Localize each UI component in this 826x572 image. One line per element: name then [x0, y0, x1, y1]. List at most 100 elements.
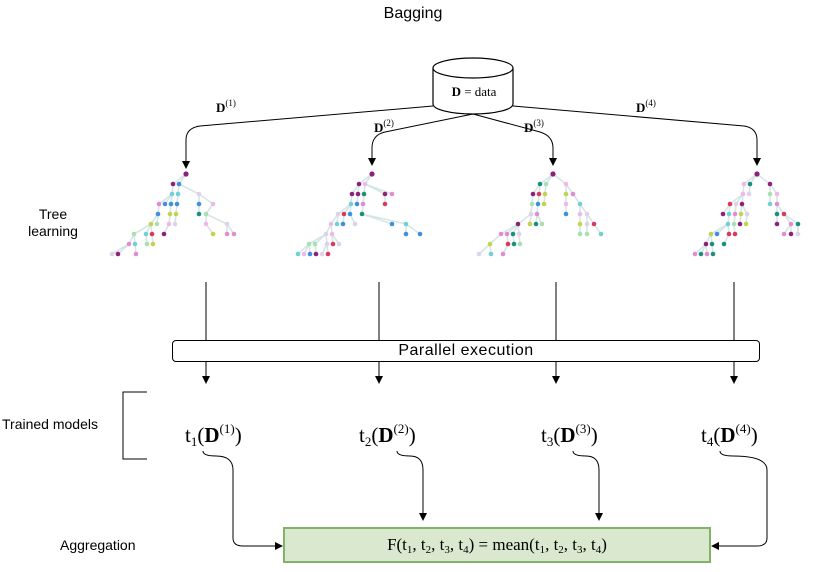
tree-node: [196, 191, 202, 197]
tree-node: [336, 241, 342, 247]
tree-node: [774, 201, 780, 207]
agg-edge-4: [711, 450, 768, 550]
tree-node: [795, 231, 801, 237]
model-D: D: [720, 423, 736, 447]
tree-node: [324, 241, 330, 247]
agg-edge-2: [396, 450, 427, 521]
tree-node: [530, 191, 536, 197]
tree-edge: [783, 213, 799, 225]
tree-node: [704, 251, 710, 257]
tree-edge: [506, 223, 519, 235]
dataset-label-1: D(1): [216, 98, 236, 116]
tree-node: [563, 191, 569, 197]
tree-node: [403, 231, 409, 237]
tree-node: [511, 241, 517, 247]
tree-node: [570, 191, 576, 197]
tree-node: [349, 191, 355, 197]
tree-node: [133, 251, 139, 257]
tree-node: [323, 231, 329, 237]
tree-node: [301, 251, 307, 257]
tree-learning-line-2: learning: [28, 223, 78, 239]
tree-node: [698, 251, 704, 257]
agg-sub: 3: [444, 544, 450, 556]
tree-node: [721, 241, 727, 247]
tree-node: [174, 201, 180, 207]
tree-node: [149, 231, 155, 237]
tree-node: [732, 211, 738, 217]
tree-node: [708, 231, 714, 237]
tree-node: [312, 241, 318, 247]
tree-node: [577, 231, 583, 237]
tree-node: [584, 221, 590, 227]
tree-edge: [743, 173, 758, 185]
edge-d4: [512, 105, 761, 166]
tree-node: [505, 241, 511, 247]
tree-node: [295, 251, 301, 257]
tree-edge: [729, 193, 744, 205]
tree-node: [536, 191, 542, 197]
tree-node: [210, 231, 216, 237]
agg-sub: 4: [463, 544, 469, 556]
tree-edge: [117, 243, 130, 255]
model-sub: 4: [706, 434, 714, 449]
tree-node: [382, 191, 388, 197]
tree-node: [143, 231, 149, 237]
agg-sub: 1: [539, 544, 546, 556]
tree-node: [170, 181, 176, 187]
tree-node: [726, 231, 732, 237]
tree-edge: [158, 193, 173, 205]
dataset-symbol: D: [374, 120, 384, 135]
parallel-execution-box: Parallel execution: [172, 340, 760, 362]
diagram-title: Bagging: [383, 5, 443, 22]
tree-node: [313, 251, 319, 257]
edge-d2: [368, 113, 474, 166]
tree-node: [577, 221, 583, 227]
tree-node: [746, 191, 752, 197]
tree-node: [774, 211, 780, 217]
decision-tree-4: [692, 171, 801, 257]
tree-node: [330, 241, 336, 247]
tree-node: [727, 201, 733, 207]
tree-node: [362, 181, 368, 187]
tree-node: [510, 231, 516, 237]
dataset-symbol: D: [636, 100, 646, 115]
tree-node: [166, 221, 172, 227]
agg-sub: 3: [577, 544, 583, 556]
tree-node: [563, 181, 569, 187]
tree-node: [340, 221, 346, 227]
tree-node: [541, 201, 547, 207]
tree-node: [203, 221, 209, 227]
tree-node: [795, 221, 801, 227]
tree-edge: [314, 233, 327, 245]
tree-node: [132, 241, 138, 247]
model-2: t2(D(2)): [359, 421, 416, 449]
tree-node: [348, 201, 354, 207]
model-t: t: [185, 423, 191, 447]
tree-node: [173, 211, 179, 217]
tree-node: [740, 191, 746, 197]
database-icon: [432, 57, 514, 115]
tree-node: [542, 191, 548, 197]
model-sup: (1): [219, 421, 235, 436]
tree-node: [131, 231, 137, 237]
tree-learning-label: Tree learning: [18, 206, 88, 240]
tree-node: [196, 211, 202, 217]
tree-node: [389, 191, 395, 197]
agg-mean: mean(t: [492, 535, 540, 554]
tree-node: [584, 231, 590, 237]
tree-node: [144, 241, 150, 247]
tree-node: [534, 211, 540, 217]
tree-node: [168, 201, 174, 207]
tree-node: [692, 251, 698, 257]
tree-node: [533, 221, 539, 227]
tree-node: [334, 221, 340, 227]
tree-edge: [539, 173, 554, 185]
tree-edge: [133, 223, 152, 235]
tree-node: [537, 181, 543, 187]
dataset-superscript: (1): [225, 98, 236, 108]
tree-node: [476, 251, 482, 257]
tree-node: [732, 231, 738, 237]
tree-node: [231, 231, 237, 237]
tree-edge: [552, 173, 567, 185]
